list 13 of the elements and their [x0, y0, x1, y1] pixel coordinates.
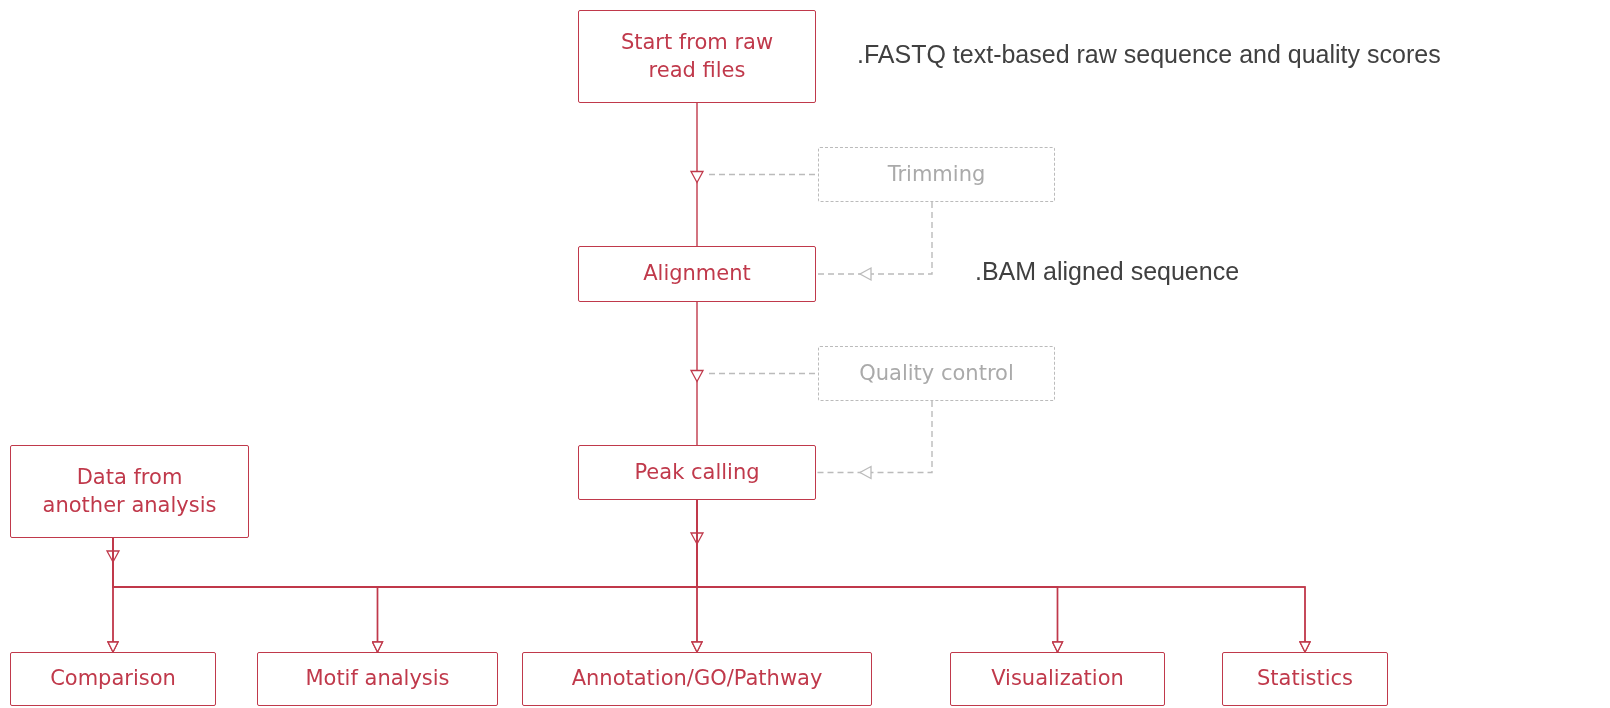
optional-step-box: Trimming	[818, 147, 1055, 202]
process-box: Data from another analysis	[10, 445, 249, 538]
process-box: Comparison	[10, 652, 216, 706]
process-box: Visualization	[950, 652, 1165, 706]
process-box: Statistics	[1222, 652, 1388, 706]
file-format-note: .BAM aligned sequence	[975, 257, 1240, 286]
process-box: Motif analysis	[257, 652, 498, 706]
process-box: Annotation/GO/Pathway	[522, 652, 872, 706]
process-box: Start from raw read files	[578, 10, 816, 103]
optional-step-box: Quality control	[818, 346, 1055, 401]
process-box: Alignment	[578, 246, 816, 302]
process-box: Peak calling	[578, 445, 816, 500]
file-format-note: .FASTQ text-based raw sequence and quality scores	[857, 40, 1441, 69]
